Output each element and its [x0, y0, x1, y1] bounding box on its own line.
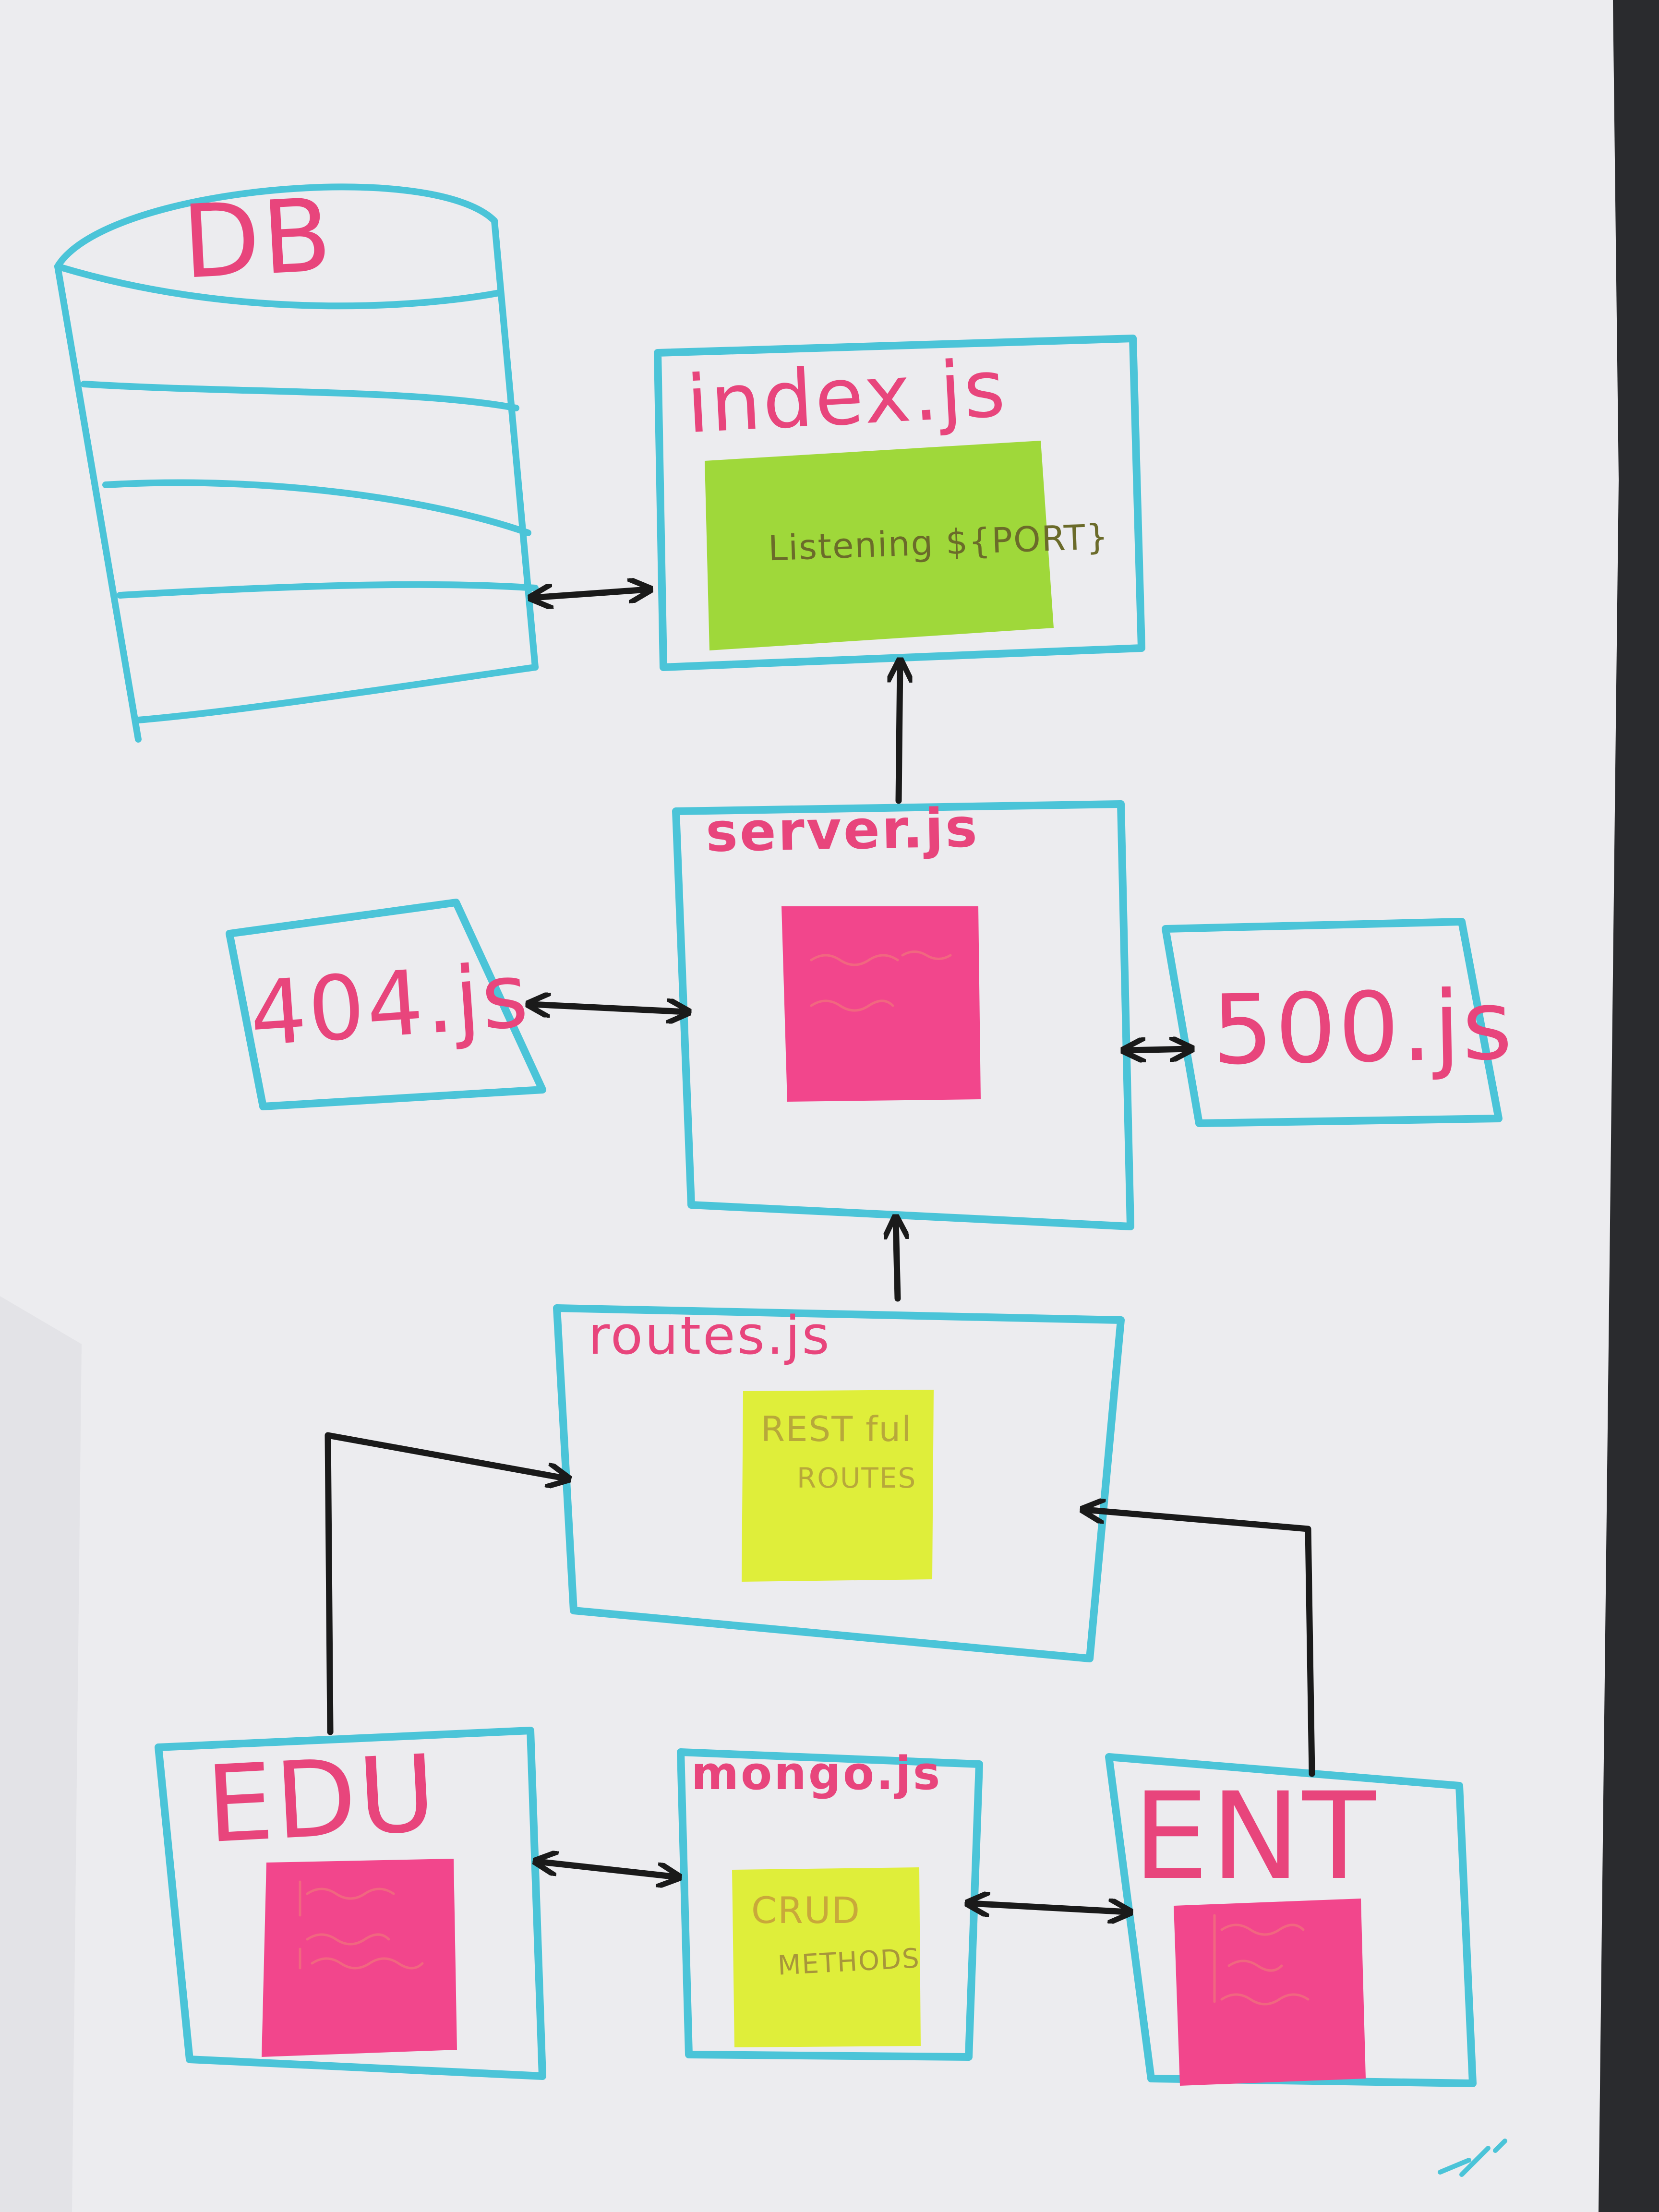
- not-found-box: [226, 899, 546, 1110]
- routes-note-line-1: REST ful: [761, 1409, 913, 1449]
- not-found-label: 404.js: [246, 943, 533, 1067]
- arrow-server-500: [1126, 1049, 1190, 1050]
- edu-note-scribble-3: [299, 1948, 424, 1970]
- index-note: [705, 441, 1054, 650]
- db-label: DB: [179, 176, 336, 302]
- edu-box: [155, 1727, 546, 2080]
- index-box: [654, 335, 1145, 671]
- corner-marker-mark: [1438, 2139, 1507, 2177]
- edu-note: [262, 1859, 457, 2057]
- arrow-db-index: [533, 589, 648, 598]
- server-note-scribble-1: [810, 950, 952, 966]
- ent-label: ENT: [1133, 1767, 1378, 1906]
- ent-note-scribble-3: [1220, 1993, 1310, 2006]
- db-cylinder-line-1: [54, 263, 503, 310]
- mongo-note: [732, 1867, 921, 2047]
- arrow-mongo-ent: [970, 1903, 1128, 1912]
- db-cylinder-bottom: [135, 664, 539, 723]
- arrow-404-server: [530, 1004, 686, 1012]
- mongo-note-line-1: CRUD: [751, 1889, 861, 1932]
- routes-note: [742, 1390, 934, 1582]
- arrow-edu-mongo: [538, 1862, 677, 1877]
- ent-note-scribble-2: [1227, 1960, 1283, 1972]
- server-error-label: 500.js: [1211, 969, 1515, 1087]
- routes-box: [553, 1304, 1125, 1662]
- db-cylinder-left-side: [54, 263, 142, 743]
- db-cylinder: [54, 183, 539, 743]
- edu-note-scribble-1: [299, 1880, 395, 1917]
- arrow-routes-server: [896, 1219, 898, 1302]
- arrow-server-index: [899, 662, 900, 804]
- routes-label: routes.js: [588, 1305, 831, 1366]
- db-cylinder-line-3: [102, 479, 531, 536]
- ent-box: [1105, 1753, 1477, 2087]
- edu-note-scribble-2: [306, 1933, 390, 1946]
- edu-label: EDU: [203, 1731, 441, 1867]
- index-label: index.js: [684, 342, 1010, 451]
- mongo-box: [677, 1748, 983, 2061]
- routes-note-line-2: ROUTES: [797, 1462, 917, 1494]
- ent-note: [1174, 1899, 1366, 2086]
- server-note: [781, 906, 981, 1102]
- db-cylinder-line-4: [117, 581, 539, 599]
- server-note-scribble-2: [810, 999, 894, 1012]
- arrow-edu-routes: [325, 1432, 566, 1735]
- paper-sheet: [0, 0, 1619, 2212]
- db-cylinder-top: [54, 183, 498, 270]
- arrow-ent-routes: [1085, 1510, 1315, 1777]
- mongo-label: mongo.js: [691, 1747, 942, 1800]
- server-box: [672, 800, 1134, 1230]
- paper-left-shadow: [0, 1296, 82, 2212]
- db-cylinder-line-2: [81, 381, 519, 411]
- server-label: server.js: [705, 797, 980, 864]
- ent-note-scribble-1: [1213, 1914, 1305, 2003]
